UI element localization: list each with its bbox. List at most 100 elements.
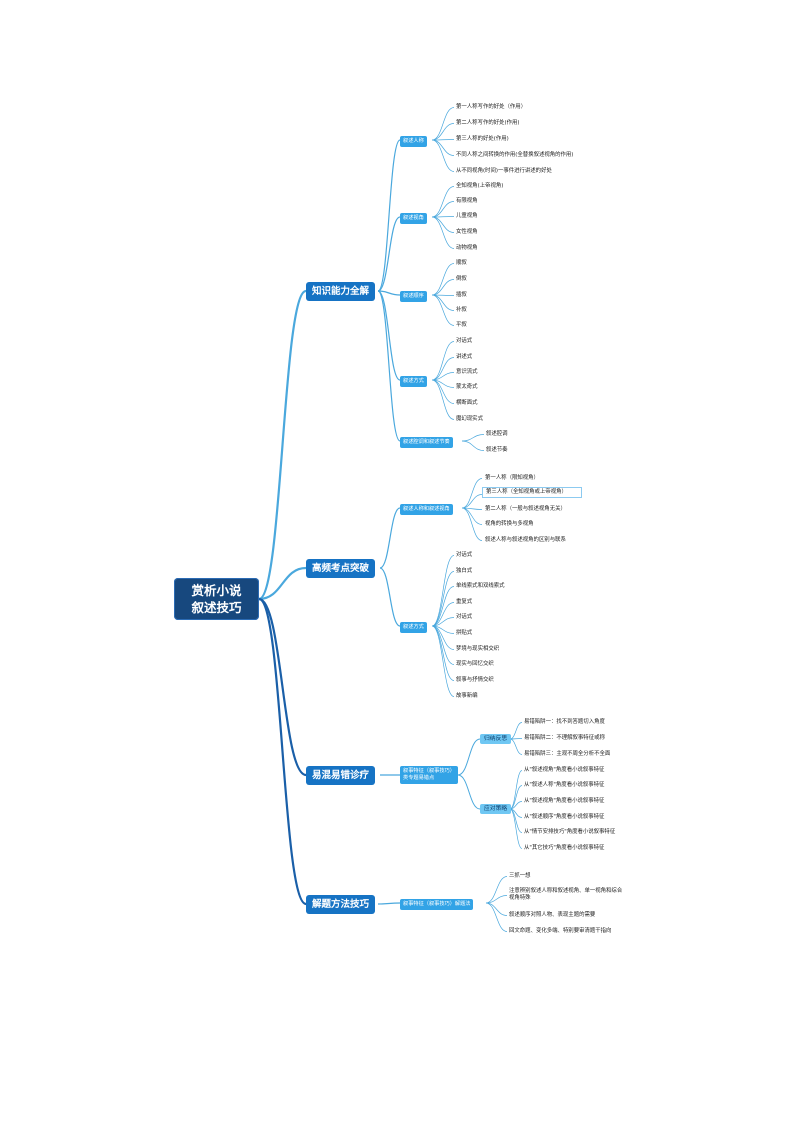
connector-line xyxy=(509,770,523,810)
leaf-item: 从"叙述视角"角度看小说叙事特征 xyxy=(524,767,605,773)
connector-line xyxy=(485,876,508,904)
connector-line xyxy=(485,895,508,904)
leaf-item: 叙述人称与叙述视角的区别与联系 xyxy=(485,537,566,543)
leaf-item: 从"情节安排技巧"角度看小说叙事特征 xyxy=(524,829,616,835)
sub-narrative-mode-2[interactable]: 叙述方式 xyxy=(400,622,427,633)
leaf-item: 女性视角 xyxy=(456,229,478,235)
connector-line xyxy=(509,785,523,810)
leaf-item: 叙述腔调 xyxy=(486,431,508,437)
connector-line xyxy=(379,507,401,569)
group-strategy[interactable]: 应对策略 xyxy=(480,804,512,814)
leaf-item-selected[interactable]: 第三人称（全知视角或上帝视角） xyxy=(482,487,582,498)
sub-solving-method[interactable]: 叙事特征（叙事技巧）解题法 xyxy=(400,899,474,910)
leaf-item: 易错陷阱三：主观不周全分析不全面 xyxy=(524,751,611,757)
root-node[interactable]: 赏析小说 叙述技巧 xyxy=(174,578,259,620)
sub-narrative-person[interactable]: 叙述人称 xyxy=(400,136,427,147)
connector-line xyxy=(431,186,455,218)
connector-line xyxy=(461,494,483,509)
leaf-item: 插叙 xyxy=(456,292,467,298)
group-reflection[interactable]: 归纳反思 xyxy=(480,734,512,744)
connector-line xyxy=(431,602,455,627)
connector-line xyxy=(431,625,455,681)
sub-person-and-view[interactable]: 叙述人称和叙述视角 xyxy=(400,504,453,515)
leaf-item: 易错陷阱二：不理解叙事特征或称 xyxy=(524,735,605,741)
leaf-item: 独白式 xyxy=(456,568,473,574)
connector-line xyxy=(431,201,455,218)
connector-line xyxy=(377,216,401,292)
connector-line xyxy=(258,289,307,601)
connector-line xyxy=(431,123,455,141)
connector-line xyxy=(431,279,455,296)
sub-narrative-tone[interactable]: 叙述腔调和叙述节奏 xyxy=(400,437,453,448)
connector-line xyxy=(431,294,455,326)
leaf-item: 第一人称写作的好处（作用） xyxy=(456,104,527,110)
leaf-item: 不同人称之间转换的作用(全替换叙述视角的作用) xyxy=(456,152,574,158)
connector-line xyxy=(509,738,523,740)
connector-line xyxy=(431,139,455,172)
leaf-item: 横断面式 xyxy=(456,400,478,406)
leaf-item: 儿童视角 xyxy=(456,213,478,219)
connector-line xyxy=(461,507,483,525)
leaf-item: 第一人称（限知视角） xyxy=(485,475,539,481)
leaf-item: 从不同视角(时间)一事件进行讲述的好处 xyxy=(456,168,552,174)
leaf-item: 叙述节奏 xyxy=(486,447,508,453)
leaf-item: 倒叙 xyxy=(456,276,467,282)
connector-line xyxy=(509,722,523,740)
leaf-item: 从"其它技巧"角度看小说叙事特征 xyxy=(524,845,605,851)
leaf-item: 对话式 xyxy=(456,614,473,620)
connector-line xyxy=(258,597,307,906)
leaf-item: 从"叙述人称"角度看小说叙事特征 xyxy=(524,782,605,788)
connector-line xyxy=(258,597,307,777)
leaf-item: 三抓一想 xyxy=(509,873,531,879)
branch-hotspots[interactable]: 高频考点突破 xyxy=(306,559,376,578)
connector-line xyxy=(485,902,508,932)
leaf-item: 动物视角 xyxy=(456,245,478,251)
connector-line xyxy=(431,341,455,381)
connector-line xyxy=(509,801,523,810)
connector-line xyxy=(377,290,401,296)
connector-line xyxy=(431,571,455,627)
connector-line xyxy=(377,290,401,381)
sub-narrative-view[interactable]: 叙述视角 xyxy=(400,213,427,224)
leaf-item: 顺叙 xyxy=(456,260,467,266)
branch-knowledge[interactable]: 知识能力全解 xyxy=(306,282,376,301)
connector-line xyxy=(509,808,523,849)
leaf-item: 回文命题、变化多端、特别要审清题干指向 xyxy=(509,928,612,934)
connector-line xyxy=(431,107,455,141)
leaf-item: 讲述式 xyxy=(456,354,473,360)
sub-narrative-order[interactable]: 叙述顺序 xyxy=(400,291,427,302)
sub-error-points[interactable]: 叙事特征（叙事技巧）类专题易错点 xyxy=(400,766,458,784)
connector-line xyxy=(461,434,485,442)
connector-line xyxy=(431,372,455,381)
connector-line xyxy=(258,566,307,601)
connector-line xyxy=(377,902,401,905)
root-title-line1: 赏析小说 xyxy=(191,583,242,598)
leaf-item: 从"叙述视角"角度看小说叙事特征 xyxy=(524,798,605,804)
connector-line xyxy=(377,290,401,442)
leaf-item: 平叙 xyxy=(456,322,467,328)
branch-errors[interactable]: 易混易错诊疗 xyxy=(306,766,376,785)
leaf-item: 注意辨别叙述人称和叙述视角、单一视角和综合视角特殊 xyxy=(509,888,623,901)
connector-line xyxy=(431,625,455,697)
sub-narrative-mode[interactable]: 叙述方式 xyxy=(400,376,427,387)
leaf-item: 单线索式和双线索式 xyxy=(456,583,505,589)
leaf-item: 有限视角 xyxy=(456,198,478,204)
leaf-item: 叙述顺序对照人物、表现主题的需要 xyxy=(509,912,596,918)
connector-line xyxy=(461,507,483,541)
connector-line xyxy=(431,357,455,381)
connector-line xyxy=(431,617,455,627)
leaf-item: 现实与回忆交织 xyxy=(456,661,494,667)
connector-line xyxy=(457,738,481,776)
connector-line xyxy=(431,586,455,627)
leaf-item: 对话式 xyxy=(456,338,473,344)
connector-line xyxy=(461,440,485,451)
connector-line xyxy=(457,774,481,810)
connector-line xyxy=(431,216,455,249)
connector-line xyxy=(431,216,455,233)
leaf-item: 视角的转换与多视角 xyxy=(485,521,534,527)
connector-line xyxy=(431,294,455,311)
connector-line xyxy=(431,555,455,627)
leaf-item: 对话式 xyxy=(456,552,473,558)
branch-methods[interactable]: 解题方法技巧 xyxy=(306,895,376,914)
